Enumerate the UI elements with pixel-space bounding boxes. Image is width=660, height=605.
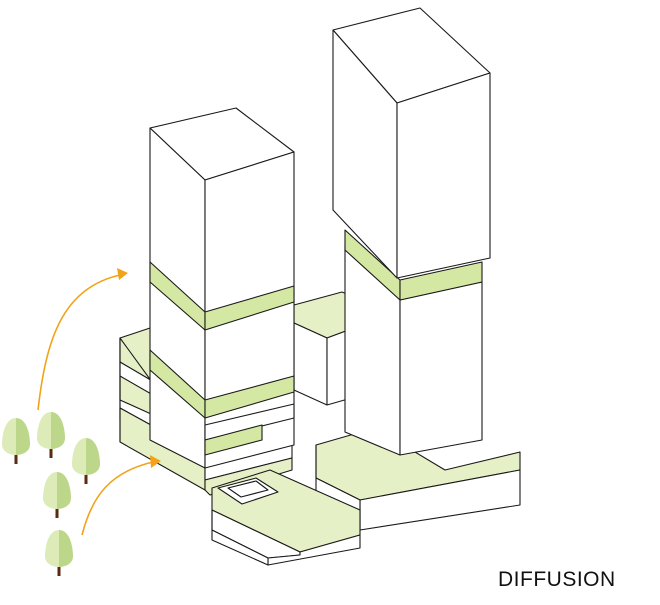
diffusion-arrows: [37, 268, 161, 536]
tree-icon: [72, 438, 100, 484]
diagram-caption: DIFFUSION: [498, 568, 616, 591]
tree-icon: [37, 412, 65, 458]
right-tower: [332, 7, 491, 456]
tree-group: [2, 412, 100, 576]
right-podium: [211, 427, 521, 566]
arrow-icon: [81, 461, 154, 536]
tree-icon: [2, 418, 30, 464]
tree-icon: [45, 530, 73, 576]
arrow-icon: [37, 274, 121, 411]
left-tower: [149, 107, 295, 469]
tree-icon: [43, 472, 71, 518]
